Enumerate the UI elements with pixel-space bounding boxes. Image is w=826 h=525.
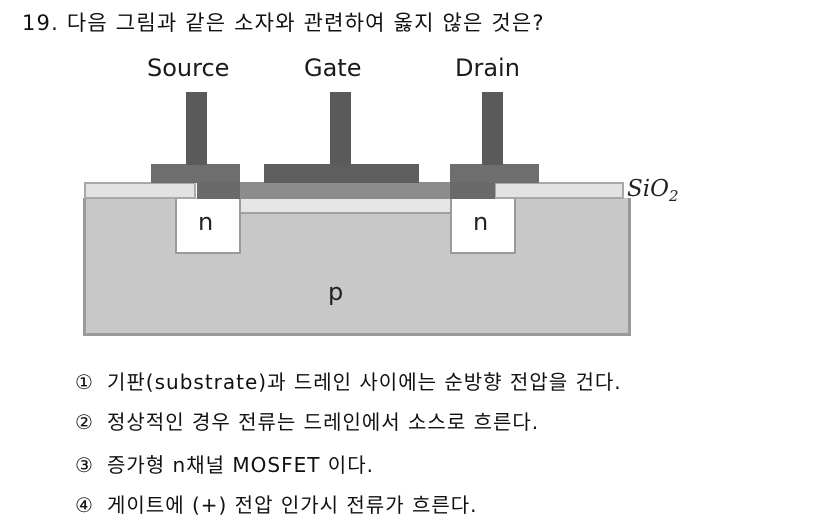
field-oxide-right	[494, 182, 624, 199]
field-oxide-left	[84, 182, 196, 199]
drain-contact-pad	[450, 164, 539, 183]
sio2-label: SiO2	[627, 176, 679, 205]
option-text: 증가형 n채널 MOSFET 이다.	[107, 453, 374, 477]
drain-n-label: n	[473, 208, 489, 236]
option-3[interactable]: ③ 증가형 n채널 MOSFET 이다.	[75, 445, 622, 485]
gate-oxide	[238, 182, 452, 199]
channel-region	[240, 199, 452, 214]
p-substrate	[83, 198, 631, 336]
option-text: 정상적인 경우 전류는 드레인에서 소스로 흐른다.	[107, 410, 540, 434]
question-number: 19.	[22, 11, 59, 35]
gate-metal	[264, 164, 419, 183]
option-number: ①	[75, 370, 94, 394]
option-4[interactable]: ④ 게이트에 (+) 전압 인가시 전류가 흐른다.	[75, 485, 622, 525]
option-number: ③	[75, 453, 94, 477]
source-contact-plug	[197, 182, 240, 199]
gate-stem	[330, 92, 351, 165]
option-text: 게이트에 (+) 전압 인가시 전류가 흐른다.	[107, 493, 478, 517]
mosfet-diagram: Source Gate Drain n n p SiO2	[83, 54, 679, 336]
option-1[interactable]: ① 기판(substrate)과 드레인 사이에는 순방향 전압을 건다.	[75, 362, 622, 402]
question-text: 다음 그림과 같은 소자와 관련하여 옳지 않은 것은?	[66, 11, 545, 35]
option-number: ④	[75, 493, 94, 517]
source-n-label: n	[198, 208, 214, 236]
drain-label: Drain	[455, 54, 520, 82]
source-contact-pad	[151, 164, 240, 183]
answer-options: ① 기판(substrate)과 드레인 사이에는 순방향 전압을 건다. ② 정상…	[75, 362, 622, 525]
drain-stem	[482, 92, 503, 165]
drain-n-well	[450, 199, 516, 254]
source-stem	[186, 92, 207, 165]
sio2-label-subscript: 2	[668, 187, 679, 205]
sio2-label-base: SiO	[627, 176, 669, 202]
option-number: ②	[75, 410, 94, 434]
source-n-well	[175, 199, 241, 254]
drain-contact-plug	[450, 182, 495, 199]
gate-label: Gate	[304, 54, 362, 82]
source-label: Source	[147, 54, 230, 82]
option-2[interactable]: ② 정상적인 경우 전류는 드레인에서 소스로 흐른다.	[75, 402, 622, 442]
substrate-p-label: p	[328, 278, 344, 306]
option-text: 기판(substrate)과 드레인 사이에는 순방향 전압을 건다.	[107, 370, 622, 394]
question-title: 19. 다음 그림과 같은 소자와 관련하여 옳지 않은 것은?	[22, 7, 545, 37]
